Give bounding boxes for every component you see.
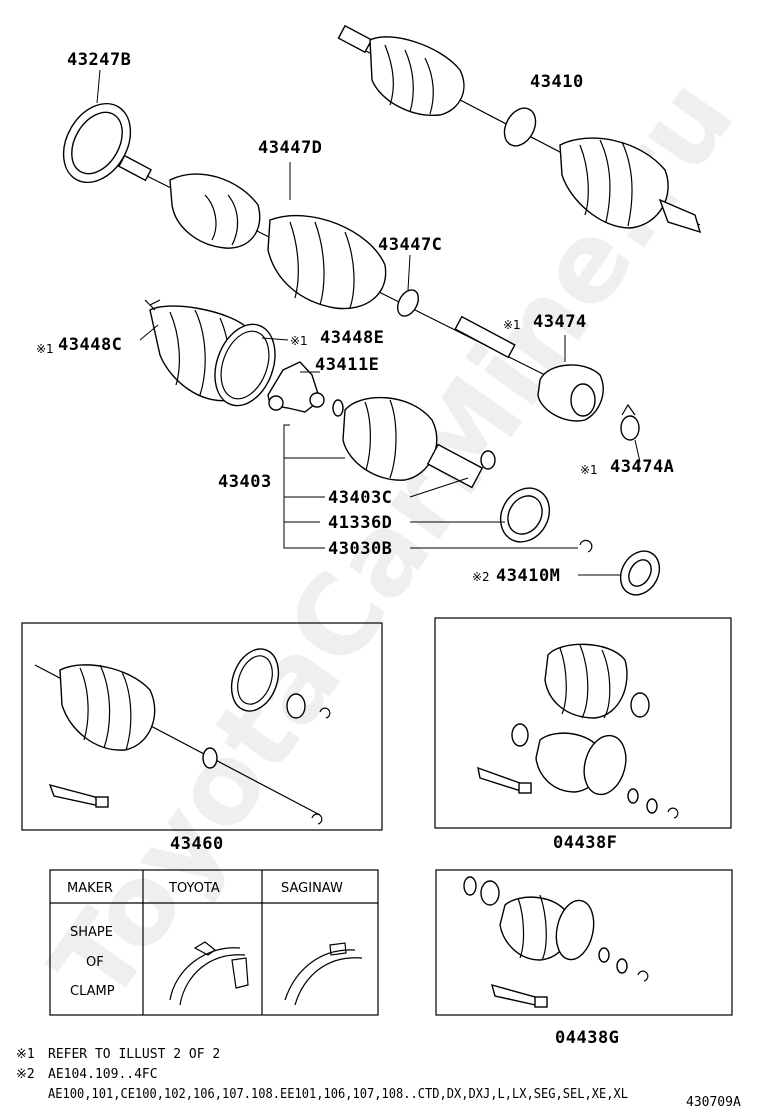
kit-box-43460	[21, 622, 383, 831]
ref-mark-43474A: ※1	[580, 463, 598, 477]
boot-43448C	[139, 299, 289, 407]
label-04438F: 04438F	[553, 833, 617, 853]
table-shape-line2: OF	[86, 955, 104, 970]
label-43447C: 43447C	[378, 235, 442, 255]
label-43247B: 43247B	[67, 50, 131, 70]
cv-joint-43403	[267, 361, 496, 489]
note2-text: AE104.109..4FC	[48, 1067, 158, 1082]
kit-box-04438G	[435, 869, 733, 1016]
maker-clamp-table	[49, 869, 379, 1016]
shaft-assembly-43447	[117, 154, 546, 376]
note3-text: AE100,101,CE100,102,106,107.108.EE101,10…	[48, 1087, 628, 1102]
label-43410: 43410	[530, 72, 584, 92]
ref-mark-43448E: ※1	[290, 334, 308, 348]
note2-mark: ※2	[16, 1067, 35, 1082]
part-43474	[537, 335, 641, 463]
ref-mark-43448C: ※1	[36, 342, 54, 356]
table-header-saginaw: SAGINAW	[281, 881, 343, 896]
ring-41336D	[499, 487, 551, 543]
label-43474: 43474	[533, 312, 587, 332]
label-43030B: 43030B	[328, 539, 392, 559]
figure-id: 430709A	[686, 1095, 741, 1110]
label-43447D: 43447D	[258, 138, 322, 158]
leader-bracket-43403	[283, 424, 578, 549]
label-43403C: 43403C	[328, 488, 392, 508]
note1-mark: ※1	[16, 1047, 35, 1062]
label-04438G: 04438G	[555, 1028, 619, 1048]
label-43448E: 43448E	[320, 328, 384, 348]
label-43410M: 43410M	[496, 566, 560, 586]
table-shape-line3: CLAMP	[70, 984, 115, 999]
seal-43410M	[578, 550, 661, 596]
label-41336D: 41336D	[328, 513, 392, 533]
ring-43247B	[62, 69, 132, 184]
kit-box-04438F	[434, 617, 732, 829]
table-shape-line1: SHAPE	[70, 925, 113, 940]
label-43403: 43403	[218, 472, 272, 492]
table-header-maker: MAKER	[67, 881, 113, 896]
shaft-assembly-43410	[337, 24, 702, 234]
note1-text: REFER TO ILLUST 2 OF 2	[48, 1047, 220, 1062]
label-43448C: 43448C	[58, 335, 122, 355]
ref-mark-43410M: ※2	[472, 570, 490, 584]
clip-43030B	[579, 539, 593, 553]
label-43411E: 43411E	[315, 355, 379, 375]
label-43460: 43460	[170, 834, 224, 854]
table-header-toyota: TOYOTA	[168, 881, 220, 896]
label-43474A: 43474A	[610, 457, 674, 477]
ref-mark-43474: ※1	[503, 318, 521, 332]
